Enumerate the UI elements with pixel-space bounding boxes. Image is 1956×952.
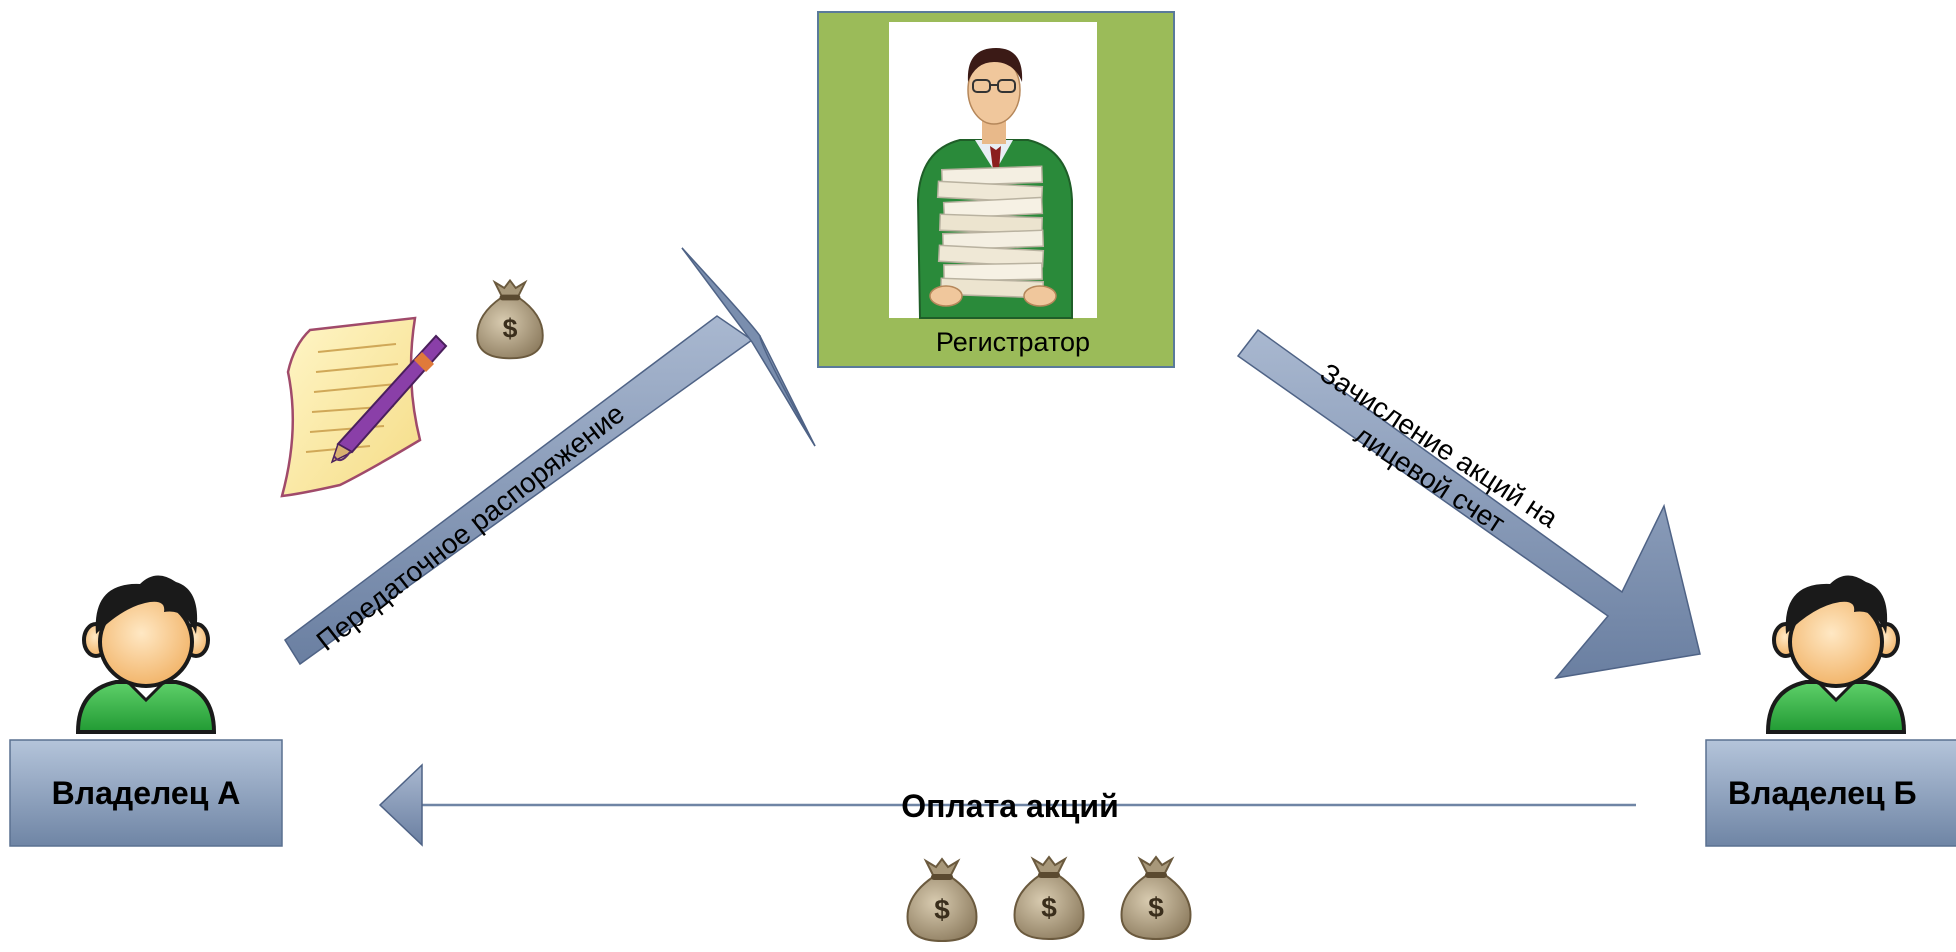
owner-b-label: Владелец Б [1728, 775, 1917, 811]
owner-a-box [9, 739, 283, 847]
money-bag-icon: $ [1120, 856, 1192, 940]
owner-a-node: Владелец А [9, 573, 283, 847]
owner-b-node: Владелец Б [1705, 573, 1956, 847]
payment-label: Оплата акций [901, 788, 1119, 824]
registrar-label: Регистратор [936, 327, 1090, 357]
registrar-node: Регистратор [817, 11, 1175, 368]
payment-arrow: Оплата акций [378, 763, 1636, 847]
money-bag-symbol: $ [934, 894, 950, 925]
owner-b-box [1705, 739, 1956, 847]
money-bag-symbol: $ [1148, 892, 1164, 923]
money-bag-icon: $ [476, 279, 544, 360]
owner-a-label: Владелец А [52, 775, 241, 811]
document-pen-icon [280, 316, 448, 498]
money-bag-symbol: $ [503, 313, 518, 343]
money-bag-group: $ $ $ [906, 856, 1192, 942]
money-bag-icon: $ [1013, 856, 1085, 940]
crediting-arrow: Зачисление акций на лицевой счет [1236, 328, 1701, 680]
person-icon [76, 573, 216, 734]
person-icon [1766, 573, 1906, 734]
money-bag-symbol: $ [1041, 892, 1057, 923]
money-bag-icon: $ [906, 858, 978, 942]
registrar-clerk-icon [916, 48, 1073, 319]
